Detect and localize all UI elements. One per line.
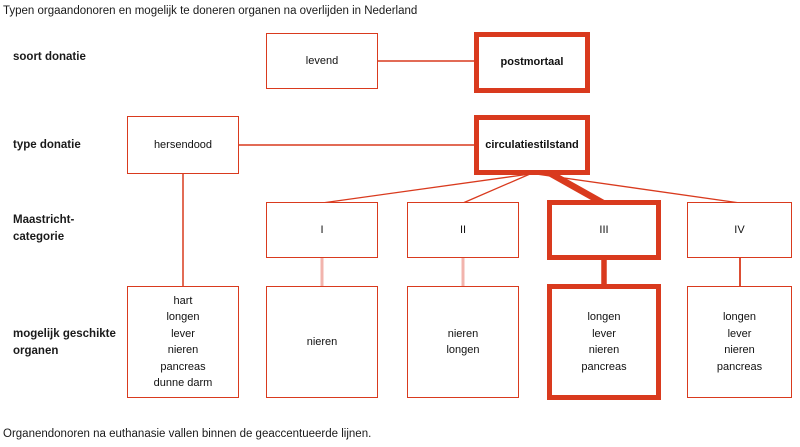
node-circulatiestilstand: circulatiestilstand	[474, 115, 590, 175]
row-label-maastricht-categorie: Maastricht- categorie	[13, 214, 75, 243]
row-label-type-donatie: type donatie	[13, 139, 81, 151]
row-label-mogelijk-geschikte-organen: mogelijk geschikte organen	[13, 328, 116, 357]
node-organen-categorie-1: nieren	[266, 286, 378, 398]
node-postmortaal: postmortaal	[474, 32, 590, 93]
node-organen-categorie-2: nieren longen	[407, 286, 519, 398]
diagram-footnote: Organendonoren na euthanasie vallen binn…	[3, 428, 372, 440]
connector-circulatiestilstand-cat3	[544, 168, 605, 206]
node-categorie-2: II	[407, 202, 519, 258]
diagram-title: Typen orgaandonoren en mogelijk te doner…	[3, 5, 418, 17]
node-organen-categorie-3: longen lever nieren pancreas	[547, 284, 661, 400]
node-categorie-4: IV	[687, 202, 792, 258]
node-hersendood: hersendood	[127, 116, 239, 174]
connector-circulatiestilstand-cat4	[535, 173, 741, 204]
connector-circulatiestilstand-cat1	[321, 173, 531, 204]
row-label-soort-donatie: soort donatie	[13, 51, 86, 63]
connector-circulatiestilstand-cat2	[462, 173, 531, 204]
node-organen-hersendood: hart longen lever nieren pancreas dunne …	[127, 286, 239, 398]
node-organen-categorie-4: longen lever nieren pancreas	[687, 286, 792, 398]
node-categorie-3: III	[547, 200, 661, 260]
node-categorie-1: I	[266, 202, 378, 258]
node-levend: levend	[266, 33, 378, 89]
